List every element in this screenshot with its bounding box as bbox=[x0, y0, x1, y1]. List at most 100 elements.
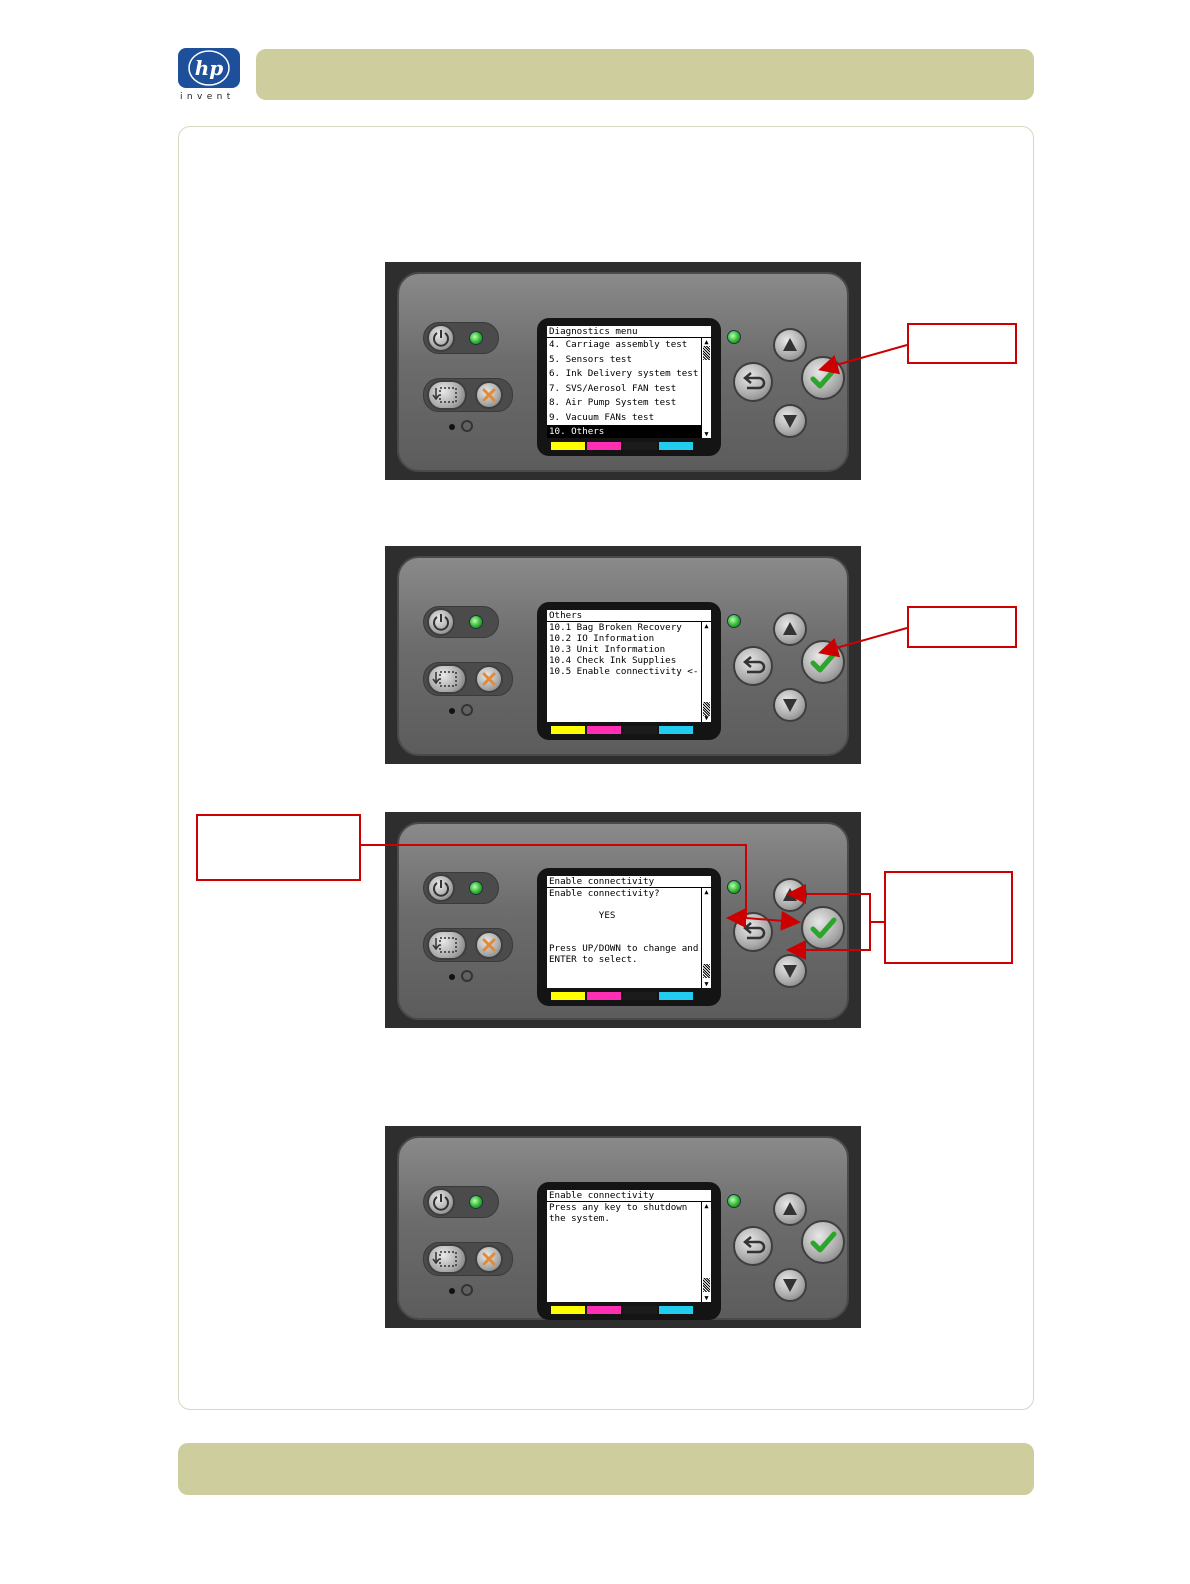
ink-level-strip bbox=[551, 1306, 693, 1314]
ink-level-strip bbox=[551, 442, 693, 450]
power-led bbox=[469, 331, 483, 345]
navigation-pad bbox=[733, 328, 845, 440]
screen-line[interactable]: 10.2 IO Information bbox=[549, 633, 655, 644]
down-button[interactable] bbox=[773, 1268, 807, 1302]
scroll-thumb[interactable] bbox=[703, 964, 710, 978]
screen-line[interactable]: 7. SVS/Aerosol FAN test bbox=[549, 382, 677, 394]
ink-swatch bbox=[551, 992, 585, 1000]
form-feed-button[interactable] bbox=[427, 1244, 467, 1274]
back-arrow-icon bbox=[743, 1236, 766, 1254]
power-button[interactable] bbox=[427, 324, 455, 352]
scroll-thumb[interactable] bbox=[703, 1278, 710, 1292]
screen-line[interactable]: 9. Vacuum FANs test bbox=[549, 411, 655, 423]
cancel-button[interactable] bbox=[475, 665, 503, 693]
screen-line[interactable]: 10.4 Check Ink Supplies bbox=[549, 655, 677, 666]
screen-line bbox=[547, 921, 711, 932]
enter-button[interactable] bbox=[801, 1220, 845, 1264]
form-feed-button[interactable] bbox=[427, 930, 467, 960]
status-dot bbox=[449, 708, 455, 714]
callout-box-step-3-back bbox=[196, 814, 361, 881]
cancel-button[interactable] bbox=[475, 1245, 503, 1273]
up-button[interactable] bbox=[773, 612, 807, 646]
form-feed-button[interactable] bbox=[427, 380, 467, 410]
power-icon bbox=[433, 880, 449, 897]
screen-scrollbar[interactable]: ▲▼ bbox=[701, 622, 711, 722]
triangle-down-icon bbox=[783, 699, 797, 712]
back-button[interactable] bbox=[733, 912, 773, 952]
up-button[interactable] bbox=[773, 1192, 807, 1226]
back-button[interactable] bbox=[733, 362, 773, 402]
screen-line[interactable]: 6. Ink Delivery system test bbox=[549, 368, 699, 379]
screen-scrollbar[interactable]: ▲▼ bbox=[701, 888, 711, 988]
enter-button[interactable] bbox=[801, 356, 845, 400]
down-button[interactable] bbox=[773, 404, 807, 438]
navigation-pad bbox=[733, 878, 845, 990]
screen-line[interactable]: 10.5 Enable connectivity <- bbox=[549, 666, 699, 677]
back-button[interactable] bbox=[733, 646, 773, 686]
back-arrow-icon bbox=[743, 656, 766, 674]
screen-line[interactable]: 10.1 Bag Broken Recovery bbox=[549, 622, 682, 633]
ink-level-strip bbox=[551, 726, 693, 734]
scroll-thumb[interactable] bbox=[703, 346, 710, 360]
power-led bbox=[469, 615, 483, 629]
screen-scrollbar[interactable]: ▲▼ bbox=[701, 1202, 711, 1302]
screen-title: Others bbox=[547, 610, 711, 622]
scroll-thumb[interactable] bbox=[703, 702, 710, 716]
scroll-down-icon: ▼ bbox=[704, 1294, 709, 1302]
triangle-down-icon bbox=[783, 965, 797, 978]
screen-line[interactable]: 10. Others bbox=[547, 425, 711, 438]
ink-swatch bbox=[623, 726, 657, 734]
status-ring-icon bbox=[461, 1284, 473, 1296]
enter-button[interactable] bbox=[801, 906, 845, 950]
screen-line[interactable]: 8. Air Pump System test bbox=[549, 397, 677, 408]
form-feed-icon bbox=[432, 671, 457, 687]
hp-tagline: invent bbox=[180, 92, 235, 102]
triangle-down-icon bbox=[783, 1279, 797, 1292]
power-button[interactable] bbox=[427, 1188, 455, 1216]
content-frame bbox=[178, 126, 1034, 1410]
cancel-button[interactable] bbox=[475, 931, 503, 959]
cancel-icon bbox=[482, 672, 496, 686]
form-feed-button[interactable] bbox=[427, 664, 467, 694]
power-button[interactable] bbox=[427, 874, 455, 902]
triangle-up-icon bbox=[783, 338, 797, 351]
down-button[interactable] bbox=[773, 688, 807, 722]
ink-swatch bbox=[587, 1306, 621, 1314]
scroll-up-icon: ▲ bbox=[704, 622, 709, 630]
ink-swatch bbox=[551, 442, 585, 450]
cancel-icon bbox=[482, 938, 496, 952]
screen-line: YES bbox=[549, 910, 616, 921]
triangle-up-icon bbox=[783, 622, 797, 635]
screen-line[interactable]: 5. Sensors test bbox=[549, 353, 632, 365]
screen-line: ENTER to select. bbox=[549, 954, 638, 965]
triangle-up-icon bbox=[783, 1202, 797, 1215]
screen-line[interactable]: 4. Carriage assembly test bbox=[549, 339, 688, 350]
enter-button[interactable] bbox=[801, 640, 845, 684]
back-button[interactable] bbox=[733, 1226, 773, 1266]
screen-line[interactable]: 10.3 Unit Information bbox=[549, 644, 666, 655]
checkmark-icon bbox=[810, 651, 837, 673]
screen-scrollbar[interactable]: ▲▼ bbox=[701, 338, 711, 438]
form-feed-icon bbox=[432, 1251, 457, 1267]
up-button[interactable] bbox=[773, 878, 807, 912]
power-icon bbox=[433, 614, 449, 631]
cancel-button[interactable] bbox=[475, 381, 503, 409]
status-dot bbox=[449, 424, 455, 430]
power-button[interactable] bbox=[427, 608, 455, 636]
hp-logo-badge: hp bbox=[178, 48, 240, 88]
status-ring-icon bbox=[461, 704, 473, 716]
screen-title: Enable connectivity bbox=[547, 1190, 711, 1202]
scroll-up-icon: ▲ bbox=[704, 888, 709, 896]
down-button[interactable] bbox=[773, 954, 807, 988]
up-button[interactable] bbox=[773, 328, 807, 362]
navigation-pad bbox=[733, 1192, 845, 1304]
